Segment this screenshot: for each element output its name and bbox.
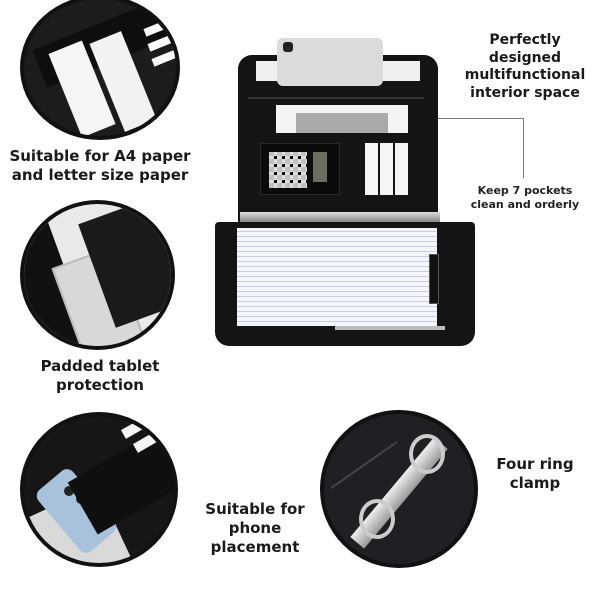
calculator-display (313, 152, 327, 182)
caption-line: and letter size paper (11, 165, 189, 184)
pen-holder (335, 326, 445, 330)
caption-phone: Suitable for phone placement (185, 500, 325, 556)
calculator-keypad (269, 152, 307, 188)
feature-image-phone (20, 412, 178, 567)
caption-line: Padded tablet (40, 357, 160, 375)
calculator (260, 143, 340, 195)
caption-line: protection (56, 375, 144, 394)
ring-binder (240, 212, 440, 222)
ring (359, 499, 395, 539)
feature-image-tablet (20, 200, 175, 350)
caption-interior: Perfectly designed multifunctional inter… (455, 32, 595, 102)
caption-line: Keep 7 pockets (477, 184, 573, 197)
document-print (296, 113, 388, 133)
leader-line-horizontal (375, 118, 523, 119)
caption-line: Four ring (496, 455, 574, 473)
card-slot (151, 49, 176, 67)
caption-line: interior space (470, 84, 580, 101)
pocket-zip (248, 97, 424, 99)
caption-line: Suitable for A4 paper (9, 147, 191, 165)
card-slot[interactable] (395, 143, 408, 195)
padfolio (238, 55, 438, 225)
notepad (237, 228, 437, 326)
caption-line: multifunctional (464, 67, 586, 83)
phone-camera (64, 486, 74, 496)
caption-pockets: Keep 7 pockets clean and orderly (470, 184, 580, 212)
leather-seam (330, 441, 398, 489)
card-slot[interactable] (380, 143, 393, 195)
clipboard-clip[interactable] (429, 254, 439, 304)
feature-image-paper (20, 0, 180, 140)
card-slot (120, 419, 146, 439)
caption-line: clamp (509, 473, 561, 492)
tablet-device (277, 38, 383, 86)
caption-rings: Four ring clamp (480, 455, 590, 493)
feature-image-rings (320, 410, 478, 568)
caption-tablet: Padded tablet protection (0, 357, 200, 395)
tablet-camera (283, 42, 293, 52)
card-slot[interactable] (365, 143, 378, 195)
ring (409, 434, 445, 474)
caption-line: Perfectly designed (488, 32, 562, 66)
padfolio-lower (215, 222, 475, 346)
caption-line: clean and orderly (470, 197, 580, 211)
caption-line: phone placement (210, 518, 300, 556)
caption-paper: Suitable for A4 paper and letter size pa… (0, 147, 200, 185)
leader-line-vertical (523, 118, 524, 178)
caption-line: Suitable for (205, 500, 305, 518)
